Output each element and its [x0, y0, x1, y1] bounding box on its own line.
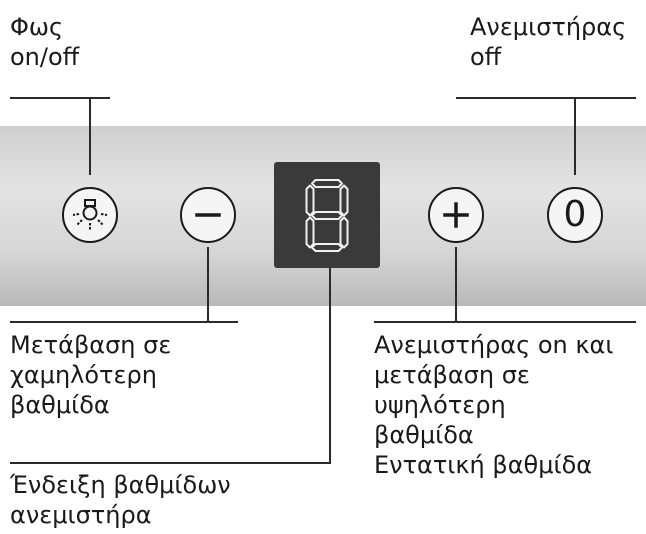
digit-segment-c — [339, 216, 349, 249]
label-level-display: Ένδειξη βαθμίδων ανεμιστήρα — [10, 471, 231, 529]
leader-display-horizontal — [10, 462, 331, 464]
fan-off-button[interactable]: 0 — [547, 187, 603, 243]
plus-icon — [443, 202, 469, 228]
label-lower-level: Μετάβαση σε χαμηλότερη βαθμίδα — [10, 331, 172, 419]
label-fan-on-higher: Ανεμιστήρας on και μετάβαση σε υψηλότερη… — [374, 331, 614, 479]
leader-light-horizontal — [10, 97, 110, 99]
off-symbol: 0 — [563, 194, 587, 235]
digit-segment-d — [311, 243, 343, 252]
digit-segment-f — [305, 184, 315, 217]
leader-minus-vertical — [207, 247, 209, 323]
bulb-icon — [72, 199, 108, 230]
leader-light-vertical — [89, 97, 91, 175]
minus-icon — [195, 213, 221, 217]
leader-plus-horizontal — [374, 321, 636, 323]
seven-segment-digit — [305, 179, 349, 252]
leader-fan-off-horizontal — [456, 97, 636, 99]
leader-display-vertical — [329, 268, 331, 464]
level-display: 8 — [274, 162, 380, 268]
label-light-toggle: Φως on/off — [10, 13, 80, 71]
light-button[interactable] — [62, 187, 118, 243]
minus-button[interactable] — [180, 187, 236, 243]
digit-segment-g — [311, 211, 343, 220]
label-fan-off: Ανεμιστήρας off — [470, 13, 627, 71]
leader-minus-horizontal — [10, 321, 238, 323]
digit-segment-e — [305, 216, 315, 249]
plus-button[interactable] — [428, 187, 484, 243]
leader-fan-off-vertical — [574, 97, 576, 175]
digit-segment-b — [339, 184, 349, 217]
digit-segment-a — [311, 179, 343, 188]
leader-plus-vertical — [455, 247, 457, 323]
